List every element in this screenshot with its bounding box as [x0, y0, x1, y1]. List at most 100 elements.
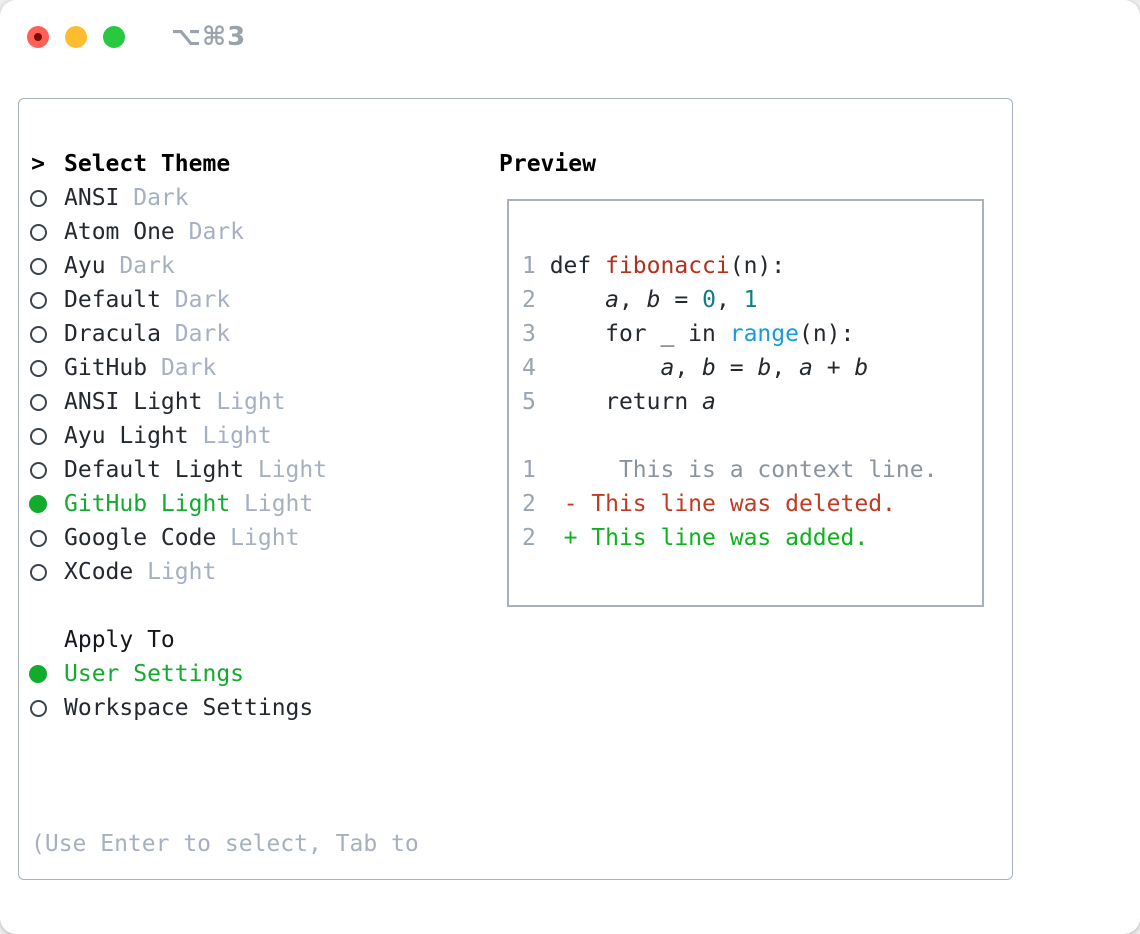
- theme-item-label: GitHub Dark: [64, 355, 216, 381]
- close-button[interactable]: [27, 26, 49, 48]
- theme-name: XCode: [64, 559, 134, 585]
- theme-name: Atom One: [64, 219, 175, 245]
- code-segment-ln: 2: [522, 525, 536, 551]
- radio-marker: [29, 427, 47, 445]
- apply-option-label: User Settings: [64, 661, 245, 687]
- radio-marker: [29, 393, 47, 411]
- theme-item-ansi[interactable]: ANSI Dark: [19, 181, 489, 215]
- radio-unselected-icon: [29, 699, 47, 717]
- hint-line-1: (Use Enter to select, Tab to: [31, 831, 419, 857]
- theme-item-label: GitHub Light Light: [64, 491, 313, 517]
- theme-name: Ayu Light: [64, 423, 189, 449]
- radio-marker: [29, 461, 47, 479]
- preview-column: Preview 1 def fibonacci(n):2 a, b = 0, 1…: [499, 147, 984, 607]
- code-segment-ln: 1: [522, 457, 536, 483]
- theme-item-atom-one[interactable]: Atom One Dark: [19, 215, 489, 249]
- close-dot-icon: [34, 33, 42, 41]
- code-segment-var: b: [702, 355, 716, 381]
- prompt-caret: >: [31, 151, 45, 177]
- code-segment-var: a: [702, 389, 716, 415]
- theme-item-google-code[interactable]: Google Code Light: [19, 521, 489, 555]
- theme-item-dracula[interactable]: Dracula Dark: [19, 317, 489, 351]
- select-theme-title: Select Theme: [64, 151, 231, 177]
- radio-marker: [29, 495, 47, 513]
- code-segment-code: (n):: [798, 321, 855, 347]
- theme-variant: Light: [230, 491, 314, 517]
- code-segment-bi: range: [729, 321, 799, 347]
- theme-variant: Light: [188, 423, 272, 449]
- radio-unselected-icon: [29, 257, 47, 275]
- code-segment-fn: fibonacci: [605, 253, 730, 279]
- theme-name: Google Code: [64, 525, 217, 551]
- theme-item-ayu[interactable]: Ayu Dark: [19, 249, 489, 283]
- code-line: 5 return a: [522, 385, 982, 419]
- code-line: 2 - This line was deleted.: [522, 487, 982, 521]
- hint-text: (Use Enter to select, Tab to change focu…: [31, 759, 489, 934]
- theme-item-xcode[interactable]: XCode Light: [19, 555, 489, 589]
- radio-unselected-icon: [29, 461, 47, 479]
- theme-item-github-light[interactable]: GitHub Light Light: [19, 487, 489, 521]
- apply-option-user-settings[interactable]: User Settings: [19, 657, 489, 691]
- zoom-button[interactable]: [103, 26, 125, 48]
- theme-item-default[interactable]: Default Dark: [19, 283, 489, 317]
- radio-marker: [29, 291, 47, 309]
- code-segment-var: a: [799, 355, 813, 381]
- apply-to-title: Apply To: [64, 627, 175, 653]
- select-theme-header: > Select Theme: [19, 147, 489, 181]
- code-line: 1 def fibonacci(n):: [522, 249, 982, 283]
- code-segment-ln: 3: [522, 321, 536, 347]
- code-segment-code: =: [660, 287, 703, 313]
- minimize-button[interactable]: [65, 26, 87, 48]
- apply-option-workspace-settings[interactable]: Workspace Settings: [19, 691, 489, 725]
- radio-marker: [29, 325, 47, 343]
- theme-item-label: ANSI Light Light: [64, 389, 286, 415]
- code-segment-var: a: [605, 287, 619, 313]
- theme-item-label: Atom One Dark: [64, 219, 244, 245]
- theme-item-github[interactable]: GitHub Dark: [19, 351, 489, 385]
- code-segment-del: - This line was deleted.: [563, 491, 896, 517]
- theme-variant: Dark: [160, 321, 231, 347]
- code-line: 3 for _ in range(n):: [522, 317, 982, 351]
- theme-item-ansi-light[interactable]: ANSI Light Light: [19, 385, 489, 419]
- code-segment-code: (n):: [729, 253, 786, 279]
- code-segment-lit: 1: [743, 287, 758, 313]
- hint-line-2: change focus): [31, 929, 489, 934]
- code-segment-ln: 2: [522, 491, 536, 517]
- theme-item-label: XCode Light: [64, 559, 216, 585]
- radio-marker: [29, 359, 47, 377]
- theme-name: ANSI Light: [64, 389, 203, 415]
- theme-item-label: Ayu Dark: [64, 253, 175, 279]
- radio-unselected-icon: [29, 189, 47, 207]
- code-line: 2 a, b = 0, 1: [522, 283, 982, 317]
- code-line: 1 This is a context line.: [522, 453, 982, 487]
- theme-name: GitHub Light: [64, 491, 231, 517]
- theme-item-ayu-light[interactable]: Ayu Light Light: [19, 419, 489, 453]
- radio-marker: [29, 257, 47, 275]
- theme-item-label: ANSI Dark: [64, 185, 189, 211]
- code-segment-ctx: This is a context line.: [535, 457, 938, 483]
- theme-variant: Light: [202, 389, 286, 415]
- code-segment-ln: 2: [522, 287, 536, 313]
- theme-variant: Dark: [174, 219, 245, 245]
- theme-name: Default: [64, 287, 161, 313]
- spacer: [19, 589, 489, 623]
- radio-unselected-icon: [29, 529, 47, 547]
- theme-variant: Light: [133, 559, 217, 585]
- code-segment-code: def: [535, 253, 606, 279]
- preview-title: Preview: [499, 151, 596, 177]
- code-segment-code: ,: [674, 355, 703, 381]
- theme-variant: Dark: [160, 287, 231, 313]
- preview-header: Preview: [499, 147, 984, 181]
- radio-unselected-icon: [29, 563, 47, 581]
- theme-item-label: Default Dark: [64, 287, 230, 313]
- code-line: 2 + This line was added.: [522, 521, 982, 555]
- code-line: [522, 419, 982, 453]
- theme-item-label: Default Light Light: [64, 457, 327, 483]
- theme-item-default-light[interactable]: Default Light Light: [19, 453, 489, 487]
- window-shortcut-label: ⌥⌘3: [171, 22, 247, 52]
- code-segment-code: [536, 525, 564, 551]
- theme-name: Default Light: [64, 457, 245, 483]
- code-segment-ln: 4: [522, 355, 536, 381]
